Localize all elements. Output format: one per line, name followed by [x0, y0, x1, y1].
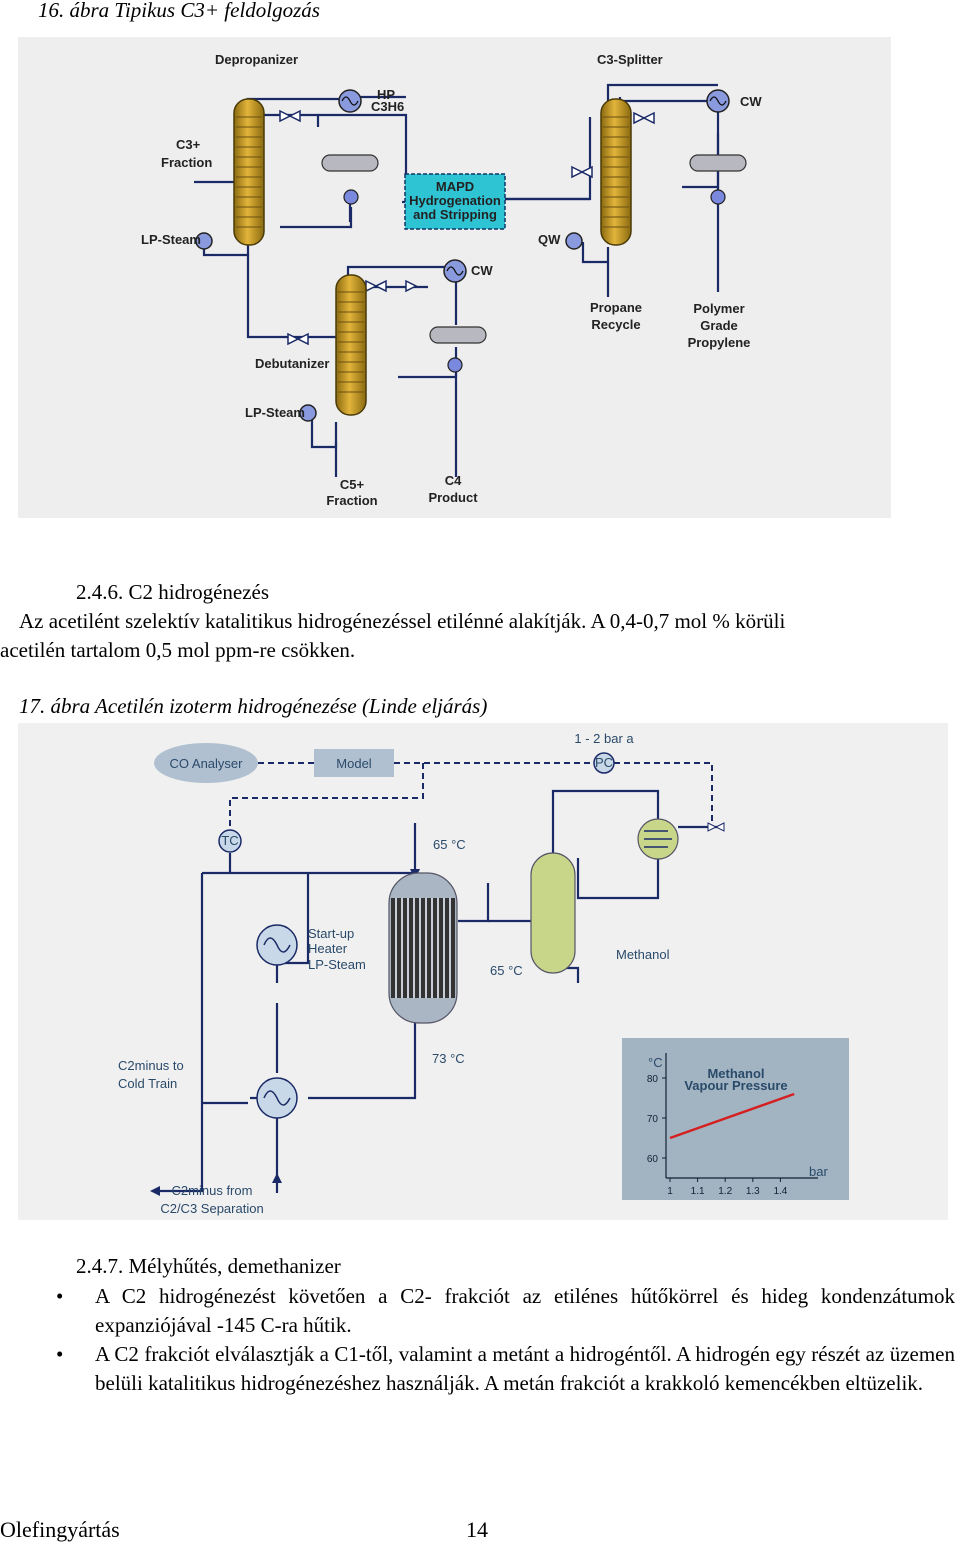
section-246-heading: 2.4.6. C2 hidrogénezés	[76, 580, 270, 604]
tc-label: TC	[221, 833, 238, 848]
polymer-label-3: Propylene	[688, 335, 751, 350]
inset-chart-xlabel: bar	[809, 1164, 828, 1179]
inset-x-tick-label: 1.1	[691, 1186, 705, 1197]
bullet-2-line-2: részét az üzemen belüli katalitikus hidr…	[95, 1342, 955, 1395]
inset-series-line	[669, 1092, 795, 1140]
inset-x-tick-label: 1	[667, 1186, 673, 1197]
mapd-label-2: Hydrogenation	[409, 193, 501, 208]
methanol-vapour-pressure-chart: Methanol Vapour Pressure °C bar 1 1.1 1.2 1…	[622, 1038, 849, 1200]
c5-label-1: C5+	[340, 477, 365, 492]
inset-x-tick-label: 1.3	[746, 1186, 760, 1197]
lp-steam-label-1: LP-Steam	[141, 232, 201, 247]
bullet-dot-icon: •	[56, 1342, 64, 1366]
c4-label-2: Product	[428, 490, 478, 505]
cw-mid-label: CW	[471, 263, 493, 278]
inset-x-tick-label: 1.2	[718, 1186, 732, 1197]
hp-label: HP	[377, 87, 395, 102]
t65-top-label: 65 °C	[433, 837, 466, 852]
figure-16-diagram: Depropanizer C3-Splitter HP C3H6 CW C3+ …	[18, 37, 891, 518]
bullet-item-2: • A C2 frakciót elválasztják a C1-től, v…	[0, 1340, 955, 1398]
startup-label-3: LP-Steam	[308, 957, 366, 972]
figure-16-caption: 16. ábra Tipikus C3+ feldolgozás	[38, 0, 320, 22]
co-analyser-label: CO Analyser	[170, 756, 244, 771]
lp-steam-label-2: LP-Steam	[245, 405, 305, 420]
startup-label-1: Start-up	[308, 926, 354, 941]
startup-label-2: Heater	[308, 941, 348, 956]
c4-label-1: C4	[445, 473, 462, 488]
c2minus-from-label-2: C2/C3 Separation	[160, 1201, 263, 1216]
model-box	[314, 749, 394, 777]
c3-fraction-label-2: Fraction	[161, 155, 212, 170]
methanol-drum	[530, 852, 576, 974]
qw-label: QW	[538, 232, 561, 247]
mapd-label-3: and Stripping	[413, 207, 497, 222]
mapd-box	[404, 173, 506, 230]
figure-17-diagram: TC PC CO Analyser Model 1 - 2 bar a 65 °…	[18, 723, 948, 1220]
section-246-line-1: Az acetilént szelektív katalitikus hidro…	[19, 609, 786, 633]
footer-title: Olefingyártás	[0, 1517, 120, 1542]
inset-chart-background	[622, 1038, 849, 1200]
bullet-item-1: • A C2 hidrogénezést követően a C2- frak…	[0, 1282, 955, 1340]
isothermal-reactor	[388, 872, 458, 1024]
polymer-label-2: Grade	[700, 318, 738, 333]
model-label: Model	[336, 756, 372, 771]
c5-label-2: Fraction	[326, 493, 377, 508]
c2minus-from-label-1: C2minus from	[172, 1183, 253, 1198]
inset-y-tick-label: 80	[647, 1074, 659, 1085]
pc-label: PC	[595, 755, 613, 770]
cw-top-label: CW	[740, 94, 762, 109]
c3-fraction-label-1: C3+	[176, 137, 201, 152]
inset-y-tick-label: 60	[647, 1154, 659, 1165]
figure-17-caption: 17. ábra Acetilén izoterm hidrogénezése …	[19, 694, 488, 718]
polymer-label-1: Polymer	[693, 301, 744, 316]
inset-chart-title-2: Vapour Pressure	[684, 1078, 787, 1093]
bullet-1-line-2: kondenzátumok expanziójával -145 C-ra hű…	[95, 1284, 956, 1337]
c3-splitter-label: C3-Splitter	[597, 52, 663, 67]
debutanizer-label: Debutanizer	[255, 356, 329, 371]
t65-mid-label: 65 °C	[490, 963, 523, 978]
depropanizer-label: Depropanizer	[215, 52, 298, 67]
propane-label-1: Propane	[590, 300, 642, 315]
t73-label: 73 °C	[432, 1051, 465, 1066]
section-246-line-2: acetilén tartalom 0,5 mol ppm-re csökken…	[0, 638, 356, 662]
bullet-dot-icon: •	[56, 1284, 64, 1308]
section-247-heading: 2.4.7. Mélyhűtés, demethanizer	[76, 1254, 341, 1278]
co-analyser-shape	[154, 743, 258, 783]
inset-x-tick-label: 1.4	[773, 1186, 787, 1197]
c2minus-to-label-1: C2minus to	[118, 1058, 184, 1073]
pressure-label: 1 - 2 bar a	[574, 731, 634, 746]
c2minus-to-label-2: Cold Train	[118, 1076, 177, 1091]
inset-y-tick-label: 70	[647, 1114, 659, 1125]
section-247-bullet-list: • A C2 hidrogénezést követően a C2- frak…	[0, 1282, 955, 1398]
bullet-2-line-1: A C2 frakciót elválasztják a C1-től, val…	[95, 1342, 806, 1366]
bullet-2-line-3: krakkoló kemencékben eltüzelik.	[644, 1371, 924, 1395]
methanol-label: Methanol	[616, 947, 670, 962]
footer-page-number: 14	[466, 1517, 488, 1542]
inset-chart-ylabel: °C	[648, 1055, 663, 1070]
c3h6-label: C3H6	[371, 99, 404, 114]
inset-chart-title-1: Methanol	[707, 1066, 764, 1081]
mapd-label-1: MAPD	[436, 179, 474, 194]
bullet-1-line-1: A C2 hidrogénezést követően a C2- frakci…	[95, 1284, 809, 1308]
propane-label-2: Recycle	[591, 317, 640, 332]
